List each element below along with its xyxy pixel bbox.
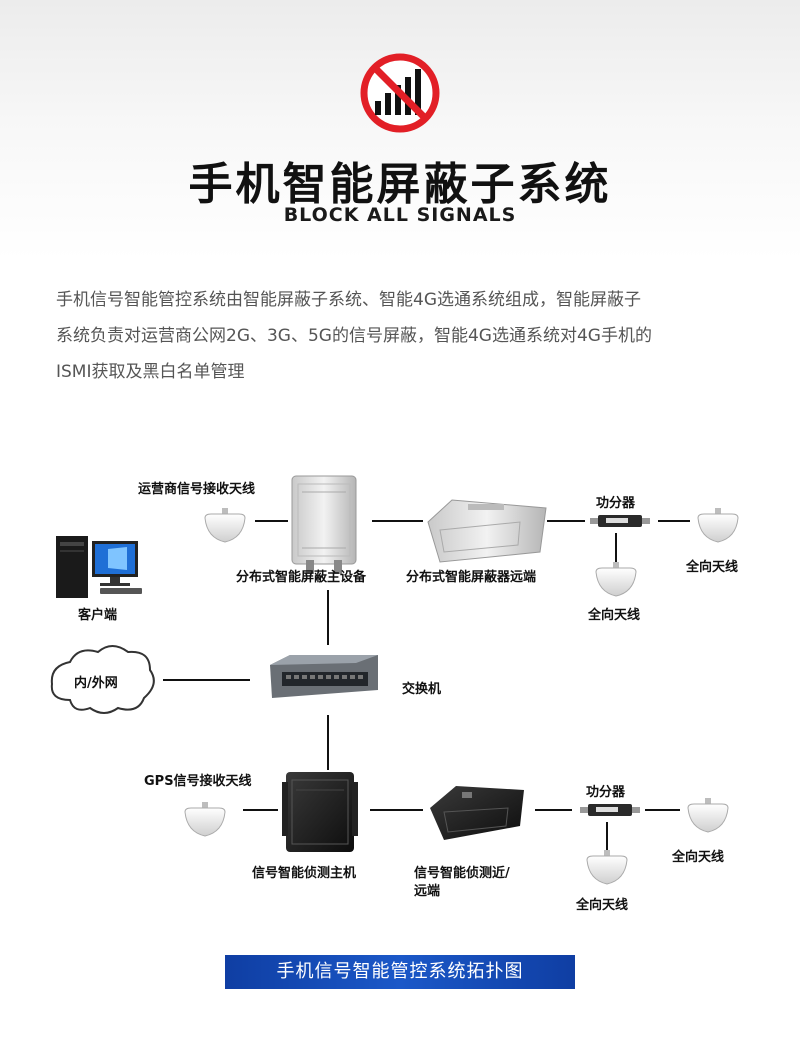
gps-antenna-label: GPS信号接收天线 xyxy=(144,774,252,789)
no-signal-icon xyxy=(360,53,440,133)
detect-remote-label-2: 远端 xyxy=(414,884,441,899)
detection-host-icon xyxy=(282,772,358,852)
page-title: 手机智能屏蔽子系统 xyxy=(188,159,612,210)
omni-antenna-top-bottom-icon xyxy=(595,561,637,597)
detect-host-label: 信号智能侦测主机 xyxy=(252,866,357,881)
gps-antenna-icon xyxy=(184,801,226,837)
client-label: 客户端 xyxy=(78,608,118,623)
client-computer-icon xyxy=(56,536,142,598)
diagram-caption: 手机信号智能管控系统拓扑图 xyxy=(225,955,575,989)
splitter-bottom-label: 功分器 xyxy=(586,785,626,800)
omni-antenna-bottom-bottom-icon xyxy=(586,849,628,885)
omni-bottom-right-label: 全向天线 xyxy=(672,850,725,865)
omni-bottom-bottom-label: 全向天线 xyxy=(576,898,629,913)
page-subtitle: BLOCK ALL SIGNALS xyxy=(283,204,517,226)
network-cloud-icon xyxy=(50,645,155,714)
switch-label: 交换机 xyxy=(402,682,442,697)
detect-remote-label-1: 信号智能侦测近/ xyxy=(414,866,510,881)
network-switch-icon xyxy=(270,655,378,698)
description-line-1: 手机信号智能管控系统由智能屏蔽子系统、智能4G选通系统组成，智能屏蔽子 xyxy=(56,290,641,310)
main-device-label: 分布式智能屏蔽主设备 xyxy=(236,570,367,585)
omni-top-bottom-label: 全向天线 xyxy=(588,608,641,623)
omni-antenna-bottom-right-icon xyxy=(687,797,729,833)
splitter-top-icon xyxy=(590,515,650,527)
detection-remote-icon xyxy=(430,786,524,840)
omni-antenna-top-right-icon xyxy=(697,507,739,543)
description-line-3: ISMI获取及黑白名单管理 xyxy=(56,362,245,382)
remote-device-label: 分布式智能屏蔽器远端 xyxy=(406,570,537,585)
description: 手机信号智能管控系统由智能屏蔽子系统、智能4G选通系统组成，智能屏蔽子 系统负责… xyxy=(56,282,756,390)
network-label: 内/外网 xyxy=(74,676,118,691)
operator-antenna-label: 运营商信号接收天线 xyxy=(138,482,256,497)
splitter-bottom-icon xyxy=(580,804,640,816)
remote-shield-device-icon xyxy=(427,499,547,563)
splitter-top-label: 功分器 xyxy=(596,496,636,511)
description-line-2: 系统负责对运营商公网2G、3G、5G的信号屏蔽，智能4G选通系统对4G手机的 xyxy=(56,326,652,346)
operator-antenna-icon xyxy=(204,507,246,543)
main-shield-device-icon xyxy=(291,475,357,574)
omni-top-right-label: 全向天线 xyxy=(686,560,739,575)
